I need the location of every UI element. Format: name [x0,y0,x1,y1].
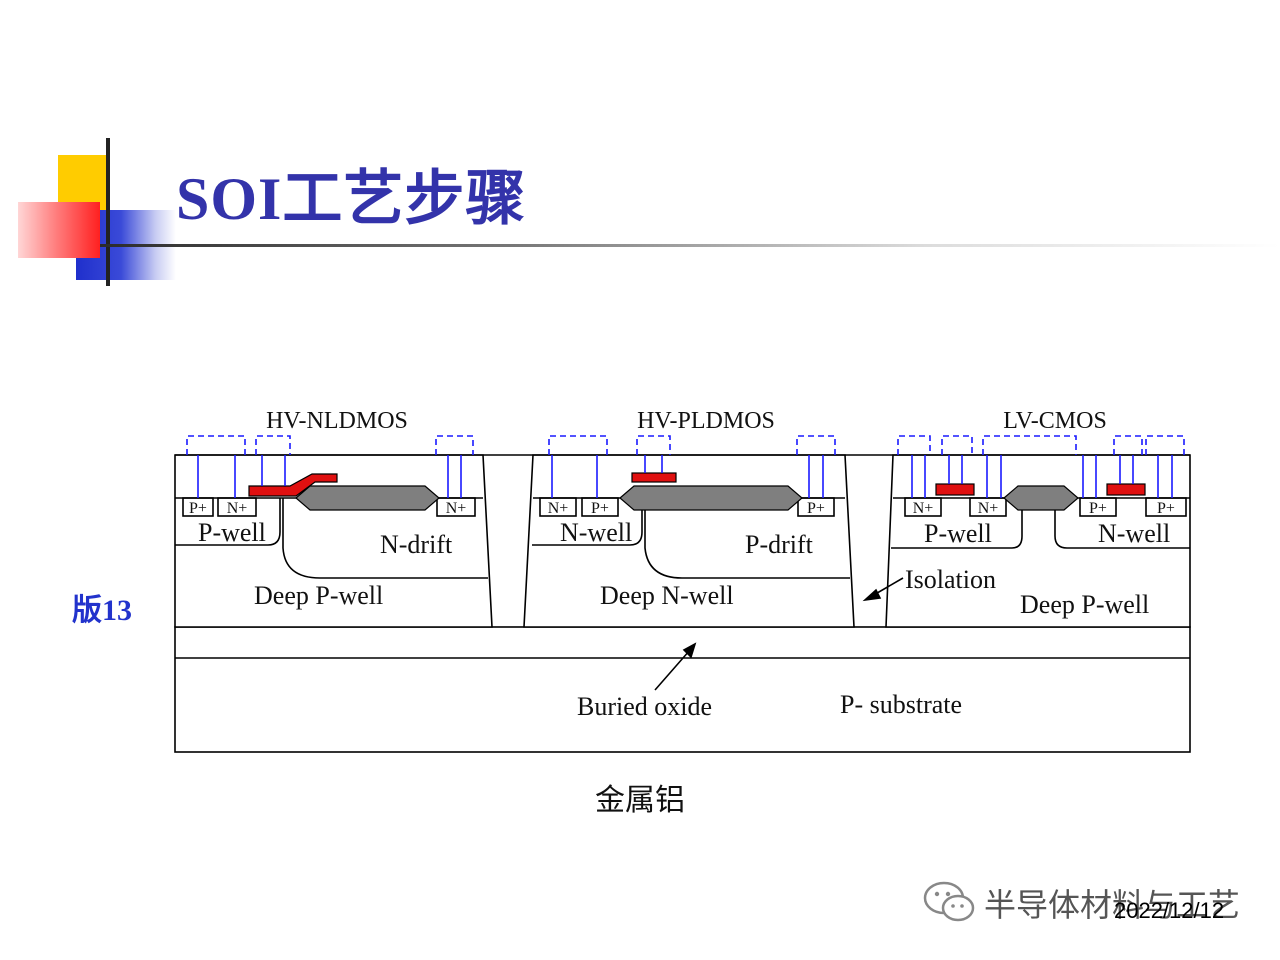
region-label-buried-oxide: Buried oxide [577,692,712,721]
device-label-nldmos: HV-NLDMOS [266,408,408,434]
implant-label: N+ [913,500,934,517]
diagram-caption: 金属铝 [595,784,685,817]
region-label-nldmos-pwell: P-well [198,518,266,547]
implant-label: P+ [189,500,207,517]
region-label-cmos-nwell: N-well [1098,519,1170,548]
implant-label: N+ [548,500,569,517]
implant-label: N+ [978,500,999,517]
cmos-pwell-outline [891,498,1023,549]
device-label-pldmos: HV-PLDMOS [637,408,775,434]
arrows [654,577,904,691]
gates [248,472,1146,497]
device-label-cmos: LV-CMOS [1003,408,1107,434]
watermark-text: 半导体材料与工艺 [984,886,1241,924]
region-label-pldmos-pdrift: P-drift [745,530,814,559]
title-rule [100,244,1280,247]
metal-contacts [197,455,1173,498]
implant-label: P+ [807,500,825,517]
decor-vertical-line [106,138,110,286]
region-label-substrate: P- substrate [840,690,962,719]
metal-interconnect [186,435,1185,455]
field-oxides [295,485,1079,511]
pldmos-nwell-outline [532,498,643,546]
region-label-cmos-deep: Deep P-well [1020,590,1149,619]
pldmos-deep-nwell-outline [644,498,850,579]
slide-date: 2022/12/12 [1114,898,1225,923]
cmos-nwell-outline [1054,498,1190,549]
region-label-nldmos-deep: Deep P-well [254,581,383,610]
nldmos-deep-pwell-outline [282,498,488,579]
region-label-cmos-pwell: P-well [924,519,992,548]
region-label-nldmos-ndrift: N-drift [380,530,453,559]
slide-side-label: 版13 [72,594,132,627]
decor-red-block [18,202,100,258]
implant-label: N+ [227,500,248,517]
substrate-box [174,626,1191,753]
region-label-isolation: Isolation [905,565,996,594]
implant-label: P+ [1089,500,1107,517]
region-label-pldmos-nwell: N-well [560,518,632,547]
page-title: SOI工艺步骤 [176,166,527,232]
implant-label: P+ [1157,500,1175,517]
nldmos-pwell-outline [175,498,281,546]
wechat-icon [923,881,975,922]
implant-label: P+ [591,500,609,517]
region-label-pldmos-deep: Deep N-well [600,581,734,610]
implant-label: N+ [446,500,467,517]
